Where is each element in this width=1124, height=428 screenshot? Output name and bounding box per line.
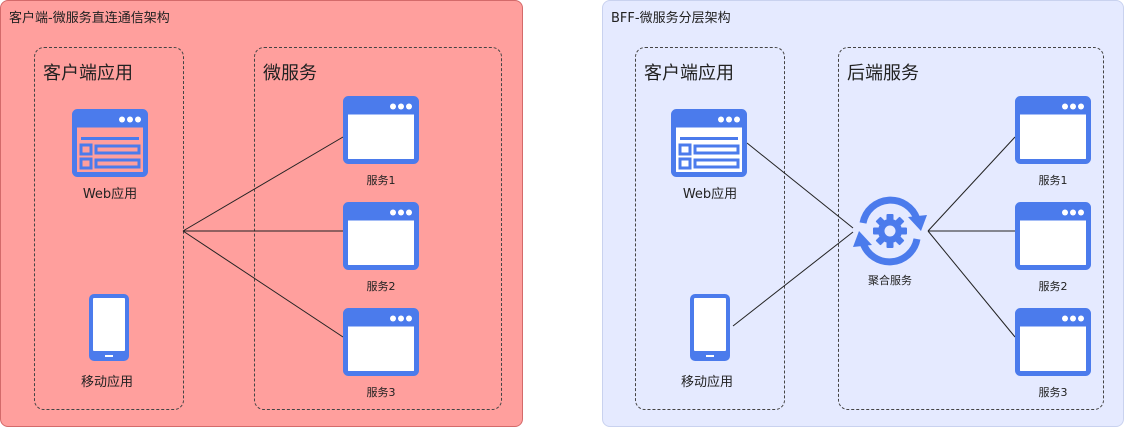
left-panel-title: 客户端-微服务直连通信架构 <box>9 11 170 26</box>
browser-window-icon <box>1015 308 1091 376</box>
right-service2-label: 服务2 <box>1038 280 1068 293</box>
right-client-group: 客户端应用 <box>635 47 785 410</box>
left-mobile-app-label: 移动应用 <box>80 375 134 390</box>
browser-window-icon <box>343 308 419 376</box>
right-client-group-title: 客户端应用 <box>644 63 734 84</box>
browser-window-icon <box>1015 96 1091 164</box>
right-service3-label: 服务3 <box>1038 386 1068 399</box>
right-panel-title: BFF-微服务分层架构 <box>611 11 731 26</box>
link-web-aggregator <box>746 142 854 229</box>
sync-gear-icon <box>853 196 927 266</box>
left-panel: 客户端-微服务直连通信架构 <box>0 0 523 427</box>
aggregator-label: 聚合服务 <box>868 274 912 287</box>
right-mobile-app-label: 移动应用 <box>680 375 734 390</box>
browser-window-icon <box>1015 202 1091 270</box>
browser-window-icon <box>343 96 419 164</box>
link-mobile-aggregator <box>732 231 854 327</box>
mobile-phone-icon <box>690 294 730 361</box>
left-service3-label: 服务3 <box>366 386 396 399</box>
right-backend-group-title: 后端服务 <box>847 63 919 84</box>
left-client-group-title: 客户端应用 <box>43 63 133 84</box>
mobile-phone-icon <box>89 294 129 361</box>
left-service-group-title: 微服务 <box>263 63 317 84</box>
right-backend-group: 后端服务 <box>838 47 1104 410</box>
left-web-app-label: Web应用 <box>82 187 138 202</box>
web-app-icon <box>72 109 148 177</box>
link-left-hub-service1 <box>182 136 344 232</box>
link-aggregator-service3 <box>927 230 1016 338</box>
left-client-group: 客户端应用 <box>34 47 184 410</box>
right-web-app-label: Web应用 <box>682 187 738 202</box>
link-left-hub-service3 <box>182 230 344 338</box>
browser-window-icon <box>343 202 419 270</box>
left-service-group: 微服务 <box>254 47 502 410</box>
right-service1-label: 服务1 <box>1038 174 1068 187</box>
link-aggregator-service1 <box>927 136 1016 232</box>
left-service2-label: 服务2 <box>366 280 396 293</box>
left-service1-label: 服务1 <box>366 174 396 187</box>
web-app-icon <box>671 109 747 177</box>
